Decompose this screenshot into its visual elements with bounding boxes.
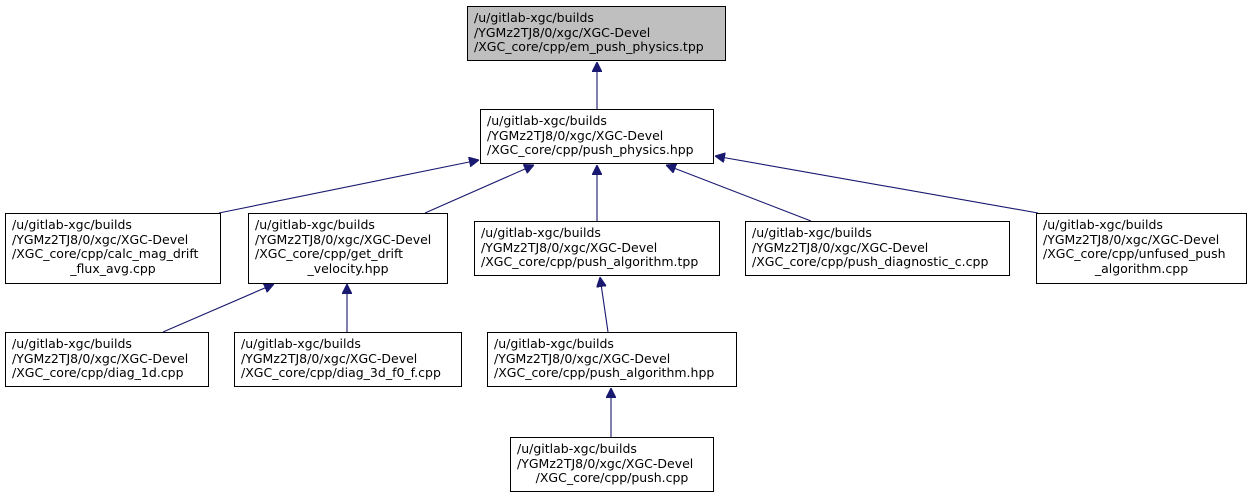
node-line: _velocity.hpp <box>307 260 389 276</box>
edge-unfused_push_algorithm-to-push_physics <box>715 156 1039 214</box>
node-calc-mag-drift-flux-avg[interactable]: /u/gitlab-xgc/builds /YGMz2TJ8/0/xgc/XGC… <box>5 213 221 284</box>
node-line: /u/gitlab-xgc/builds <box>494 336 614 351</box>
node-line: /u/gitlab-xgc/builds <box>517 441 637 456</box>
node-line: /YGMz2TJ8/0/xgc/XGC-Devel <box>517 455 694 471</box>
node-line: /XGC_core/cpp/push_algorithm.tpp <box>481 254 699 270</box>
node-line: /XGC_core/cpp/em_push_physics.tpp <box>474 39 704 55</box>
node-line: /YGMz2TJ8/0/xgc/XGC-Devel <box>487 127 664 143</box>
node-line: /XGC_core/cpp/push.cpp <box>535 470 689 486</box>
node-line: /XGC_core/cpp/get_drift <box>255 246 404 262</box>
node-push-diagnostic-c[interactable]: /u/gitlab-xgc/builds /YGMz2TJ8/0/xgc/XGC… <box>745 221 1010 276</box>
node-line: /YGMz2TJ8/0/xgc/XGC-Devel <box>752 239 929 255</box>
node-line: /XGC_core/cpp/diag_3d_f0_f.cpp <box>241 365 441 381</box>
node-line: /YGMz2TJ8/0/xgc/XGC-Devel <box>474 24 651 40</box>
node-line: /u/gitlab-xgc/builds <box>487 113 607 128</box>
node-line: /YGMz2TJ8/0/xgc/XGC-Devel <box>241 350 418 366</box>
node-line: /YGMz2TJ8/0/xgc/XGC-Devel <box>494 350 671 366</box>
node-line: /u/gitlab-xgc/builds <box>752 225 872 240</box>
node-line: /u/gitlab-xgc/builds <box>1043 217 1163 232</box>
node-line: /u/gitlab-xgc/builds <box>474 10 594 25</box>
node-line: _algorithm.cpp <box>1094 260 1189 276</box>
node-line: _flux_avg.cpp <box>70 260 156 276</box>
edge-push_diagnostic_c-to-push_physics <box>666 165 812 222</box>
node-line: /XGC_core/cpp/diag_1d.cpp <box>12 365 184 381</box>
node-line: /u/gitlab-xgc/builds <box>481 225 601 240</box>
node-line: /XGC_core/cpp/push_algorithm.hpp <box>494 365 715 381</box>
node-line: /YGMz2TJ8/0/xgc/XGC-Devel <box>12 350 189 366</box>
edge-diag_1d-to-get_drift_velocity <box>162 284 274 333</box>
node-push-algorithm-hpp[interactable]: /u/gitlab-xgc/builds /YGMz2TJ8/0/xgc/XGC… <box>487 332 737 387</box>
edge-calc_mag_drift-to-push_physics <box>218 160 479 214</box>
node-line: /XGC_core/cpp/push_diagnostic_c.cpp <box>752 254 989 270</box>
node-push-algorithm-tpp[interactable]: /u/gitlab-xgc/builds /YGMz2TJ8/0/xgc/XGC… <box>474 221 720 276</box>
node-line: /YGMz2TJ8/0/xgc/XGC-Devel <box>12 231 189 247</box>
edge-push_algorithm_hpp-to-push_algorithm_tpp <box>600 277 609 333</box>
node-line: /YGMz2TJ8/0/xgc/XGC-Devel <box>255 231 432 247</box>
node-line: /u/gitlab-xgc/builds <box>12 217 132 232</box>
node-line: /u/gitlab-xgc/builds <box>255 217 375 232</box>
node-get-drift-velocity[interactable]: /u/gitlab-xgc/builds /YGMz2TJ8/0/xgc/XGC… <box>248 213 448 284</box>
node-line: /u/gitlab-xgc/builds <box>241 336 361 351</box>
node-line: /YGMz2TJ8/0/xgc/XGC-Devel <box>1043 231 1220 247</box>
node-diag-3d-f0-f[interactable]: /u/gitlab-xgc/builds /YGMz2TJ8/0/xgc/XGC… <box>234 332 462 387</box>
node-line: /YGMz2TJ8/0/xgc/XGC-Devel <box>481 239 658 255</box>
node-diag-1d[interactable]: /u/gitlab-xgc/builds /YGMz2TJ8/0/xgc/XGC… <box>5 332 209 387</box>
node-line: /XGC_core/cpp/calc_mag_drift <box>12 246 199 262</box>
node-push-physics[interactable]: /u/gitlab-xgc/builds /YGMz2TJ8/0/xgc/XGC… <box>480 109 714 164</box>
node-push-cpp[interactable]: /u/gitlab-xgc/builds /YGMz2TJ8/0/xgc/XGC… <box>510 437 714 492</box>
node-line: /XGC_core/cpp/push_physics.hpp <box>487 142 694 158</box>
node-line: /XGC_core/cpp/unfused_push <box>1043 246 1226 262</box>
node-unfused-push-algorithm[interactable]: /u/gitlab-xgc/builds /YGMz2TJ8/0/xgc/XGC… <box>1036 213 1247 284</box>
node-em-push-physics: /u/gitlab-xgc/builds /YGMz2TJ8/0/xgc/XGC… <box>467 6 726 61</box>
edge-get_drift_velocity-to-push_physics <box>424 165 534 214</box>
node-line: /u/gitlab-xgc/builds <box>12 336 132 351</box>
